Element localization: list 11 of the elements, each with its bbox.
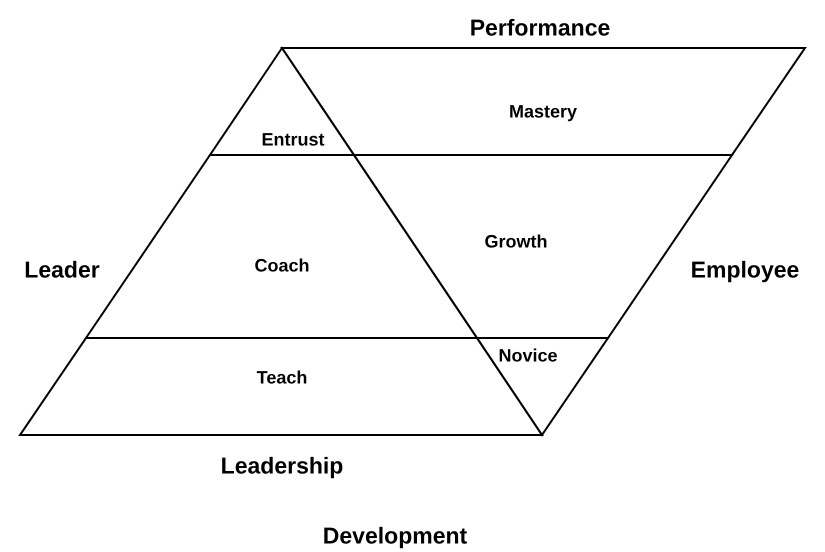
axis-title: Performance [470, 14, 610, 42]
band-label: Teach [256, 368, 308, 388]
axis-title: Development [322, 522, 468, 550]
band-label: Coach [254, 256, 310, 276]
axis-title: Leadership [220, 452, 344, 480]
side-label: Leader [24, 256, 100, 284]
side-label: Employee [690, 256, 800, 284]
band-label: Novice [498, 346, 558, 366]
band-label: Growth [484, 232, 548, 252]
band-label: Mastery [508, 102, 578, 122]
band-label: Entrust [262, 130, 324, 150]
